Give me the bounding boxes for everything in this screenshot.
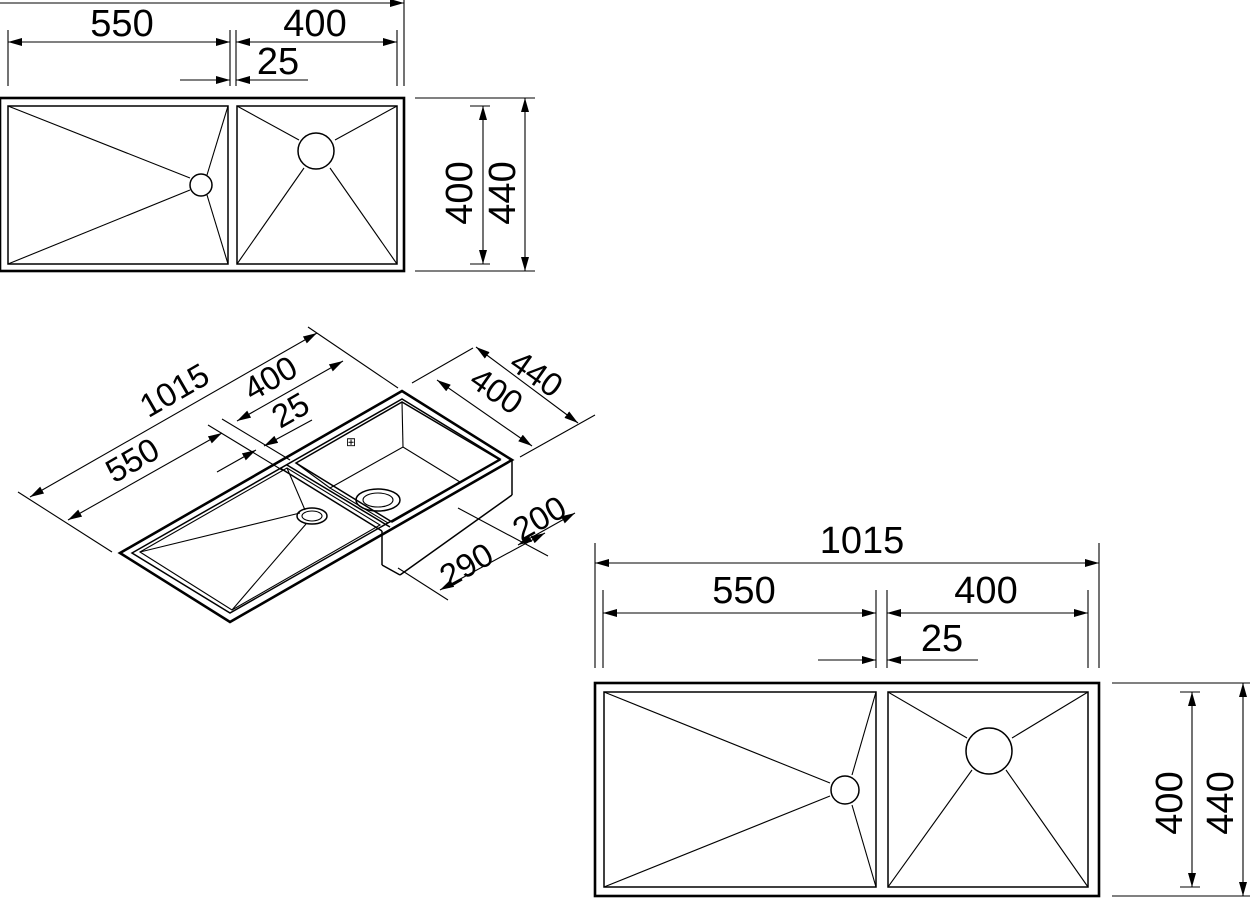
slope-line (206, 194, 229, 265)
drain-icon (965, 727, 1013, 775)
dim-label-outer-depth: 440 (482, 161, 524, 224)
bowl-wall (381, 564, 401, 576)
dimension-line-25-right (263, 419, 313, 447)
slope-line (1011, 691, 1089, 739)
extension-line (207, 424, 283, 471)
dim-label-left-bowl: 550 (90, 3, 153, 45)
extension-line (307, 326, 399, 389)
slope-line (603, 691, 831, 784)
slope-line (851, 691, 877, 776)
dim-label-left-bowl: 550 (712, 570, 775, 612)
slope-line (851, 804, 877, 888)
slope-line (139, 512, 301, 553)
slope-line (231, 523, 307, 611)
slope-line (286, 467, 306, 511)
dim-label-divider: 25 (257, 41, 299, 83)
extension-line (519, 414, 596, 458)
dim-label-right-bowl: 400 (954, 570, 1017, 612)
dimension-line-25-left (216, 449, 257, 473)
top-view-small: 550 400 25 400 440 (0, 0, 535, 273)
slope-line (236, 105, 300, 141)
divider-edge (279, 467, 383, 532)
dimension-line-290 (439, 532, 546, 591)
slope-line (329, 167, 398, 265)
bowl-edge (459, 459, 501, 483)
slope-line (7, 189, 191, 265)
slope-line (7, 105, 191, 179)
slope-line (206, 105, 229, 176)
dim-label-inner-depth: 400 (1149, 771, 1191, 834)
left-bowl-floor (138, 467, 382, 611)
dim-label-left-bowl: 550 (99, 430, 165, 490)
slope-line (1005, 769, 1089, 888)
drain-inner (301, 510, 323, 522)
drain-icon (297, 132, 335, 170)
bowl-edge (295, 462, 331, 489)
slope-line (236, 167, 305, 265)
drain-icon (830, 775, 860, 805)
left-bowl-outline (603, 691, 877, 888)
extension-line (397, 567, 449, 601)
dim-label-outer-depth: 440 (1200, 771, 1242, 834)
sink-rim-inner (130, 398, 502, 614)
drain-icon (296, 507, 328, 525)
dimension-line-550 (67, 432, 223, 521)
drain-icon (189, 173, 213, 197)
divider-edge (286, 464, 391, 528)
extension-line (221, 418, 291, 461)
extension-line (17, 491, 113, 553)
left-bowl-outline (7, 105, 229, 265)
slope-line (334, 105, 398, 141)
dim-label-inner-depth: 400 (439, 161, 481, 224)
drain-inner (362, 492, 394, 508)
dimension-line-400-iso (436, 379, 533, 447)
sink-outline (593, 681, 1101, 898)
top-view-large: 1015 550 400 25 400 440 (593, 520, 1250, 898)
faucet-hole-icon: ⊞ (346, 435, 356, 449)
dim-label-overall-length: 1015 (820, 520, 905, 562)
slope-line (603, 795, 831, 888)
isometric-view: 1015 550 400 25 440 400 200 290 (17, 326, 596, 624)
slope-line (887, 769, 973, 888)
extension-line (411, 347, 474, 384)
dimension-line-400 (236, 360, 344, 422)
drain-icon (355, 488, 401, 512)
right-bowl-outline (236, 105, 398, 265)
bowl-wall (399, 494, 513, 576)
bowl-edge (401, 401, 404, 448)
slope-line (887, 691, 968, 739)
sink-outline (0, 96, 406, 273)
dim-label-right-bowl: 400 (283, 3, 346, 45)
dim-label-divider: 25 (921, 618, 963, 660)
right-bowl-outline (887, 691, 1089, 888)
